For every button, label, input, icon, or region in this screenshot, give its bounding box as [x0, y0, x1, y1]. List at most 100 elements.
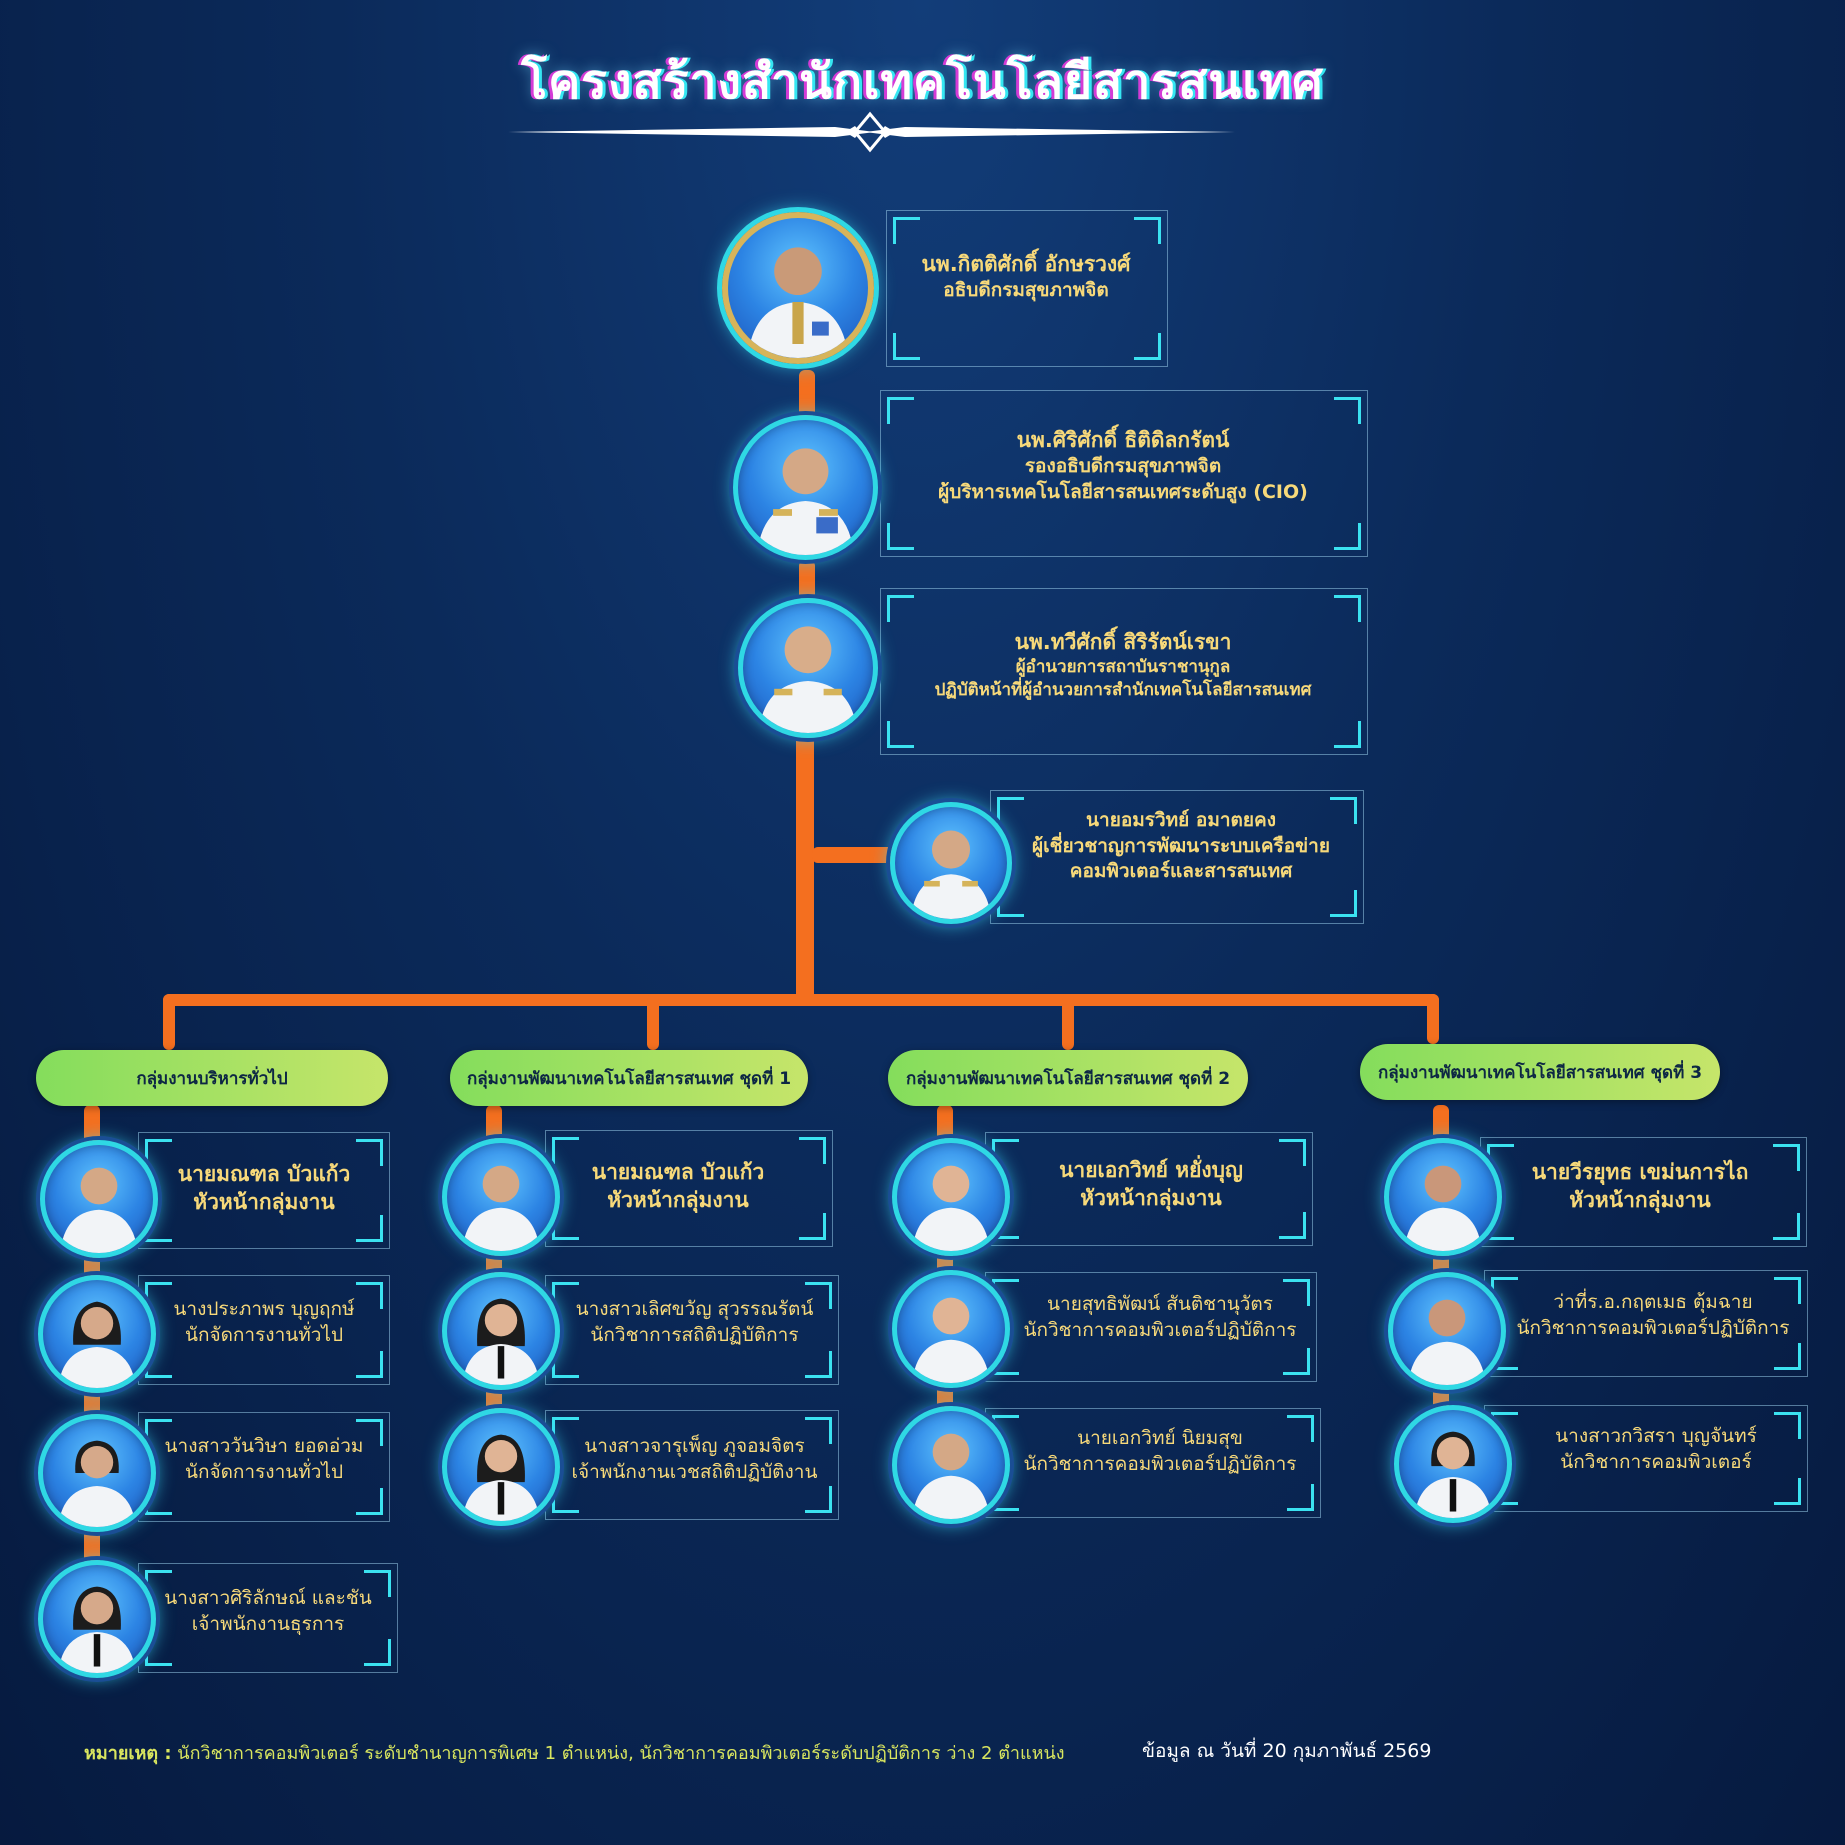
leader-3-position-2: ปฏิบัติหน้าที่ผู้อำนวยการสำนักเทคโนโลยีส… [934, 680, 1312, 701]
expert-position-1: ผู้เชี่ยวชาญการพัฒนาระบบเครือข่าย [1032, 834, 1330, 857]
leader-1-info: นพ.กิตติศักดิ์ อักษรวงศ์ อธิบดีกรมสุขภาพ… [886, 250, 1166, 304]
leader-3-name: นพ.ทวีศักดิ์ สิริรัตน์เรขา [1014, 630, 1232, 654]
leader-1-frame [886, 210, 1168, 367]
group-1-head-info: นายมณฑล บัวแก้ว หัวหน้ากลุ่มงาน [140, 1160, 388, 1217]
group-1-staff-2-role: นักจัดการงานทั่วไป [184, 1460, 344, 1483]
person-avatar-icon [912, 1433, 990, 1519]
group-4-head-name: นายวีรยุทธ เขม่นการไถ [1531, 1160, 1749, 1184]
group-4-staff-1-photo [1388, 1272, 1506, 1390]
group-1-staff-3-info: นางสาวศิริลักษณ์ และชัน เจ้าพนักงานธุรกา… [140, 1586, 396, 1637]
group-3-staff-2-photo [892, 1406, 1010, 1524]
group-1-staff-2-name: นางสาววันวิษา ยอดอ่วม [164, 1435, 364, 1457]
group-1-head-name: นายมณฑล บัวแก้ว [177, 1162, 351, 1186]
expert-photo [890, 802, 1012, 924]
footer-note-text: นักวิชาการคอมพิวเตอร์ ระดับชำนาญการพิเศษ… [177, 1743, 1065, 1764]
group-3-staff-1-photo [892, 1270, 1010, 1388]
person-avatar-icon [758, 626, 858, 733]
group-1-staff-2-info: นางสาววันวิษา ยอดอ่วม นักจัดการงานทั่วไป [140, 1434, 388, 1485]
group-1-staff-1-role: นักจัดการงานทั่วไป [184, 1323, 344, 1346]
group-4-staff-1-info: ว่าที่ร.อ.กฤตเมธ ตุ้มฉาย นักวิชาการคอมพิ… [1500, 1290, 1806, 1341]
expert-name: นายอมรวิทย์ อมาตยคง [1086, 809, 1276, 831]
group-4-head-role: หัวหน้ากลุ่มงาน [1569, 1188, 1711, 1213]
leader-2-position-2: ผู้บริหารเทคโนโลยีสารสนเทศระดับสูง (CIO) [938, 480, 1308, 503]
group-1-staff-3-name: นางสาวศิริลักษณ์ และชัน [164, 1587, 372, 1609]
group-3-staff-1-name: นายสุทธิพัฒน์ สันติชานุวัตร [1047, 1293, 1273, 1315]
group-2-head-photo [442, 1138, 560, 1256]
leader-2-info: นพ.ศิริศักดิ์ ธิติดิลกรัตน์ รองอธิบดีกรม… [880, 426, 1366, 506]
person-avatar-icon [58, 1586, 136, 1673]
group-2-staff-1-role: นักวิชาการสถิติปฏิบัติการ [590, 1323, 799, 1346]
group-2-head-name: นายมณฑล บัวแก้ว [591, 1160, 765, 1184]
group-3-head-name: นายเอกวิทย์ หยั่งบุญ [1059, 1158, 1243, 1182]
person-avatar-icon [462, 1298, 540, 1385]
connector-trunk [796, 725, 814, 1000]
group-2-staff-1-name: นางสาวเลิศขวัญ สุวรรณรัตน์ [575, 1298, 814, 1320]
chart-title: โครงสร้างสำนักเทคโนโลยีสารสนเทศ [521, 54, 1324, 110]
group-3-staff-1-info: นายสุทธิพัฒน์ สันติชานุวัตร นักวิชาการคอ… [1005, 1292, 1315, 1343]
group-3-pill: กลุ่มงานพัฒนาเทคโนโลยีสารสนเทศ ชุดที่ 2 [888, 1050, 1248, 1106]
expert-info: นายอมรวิทย์ อมาตยคง ผู้เชี่ยวชาญการพัฒนา… [1000, 808, 1362, 885]
group-4-staff-2-role: นักวิชาการคอมพิวเตอร์ [1560, 1450, 1752, 1473]
person-avatar-icon [1404, 1165, 1482, 1251]
person-avatar-icon [747, 247, 849, 358]
connector-group-1 [163, 994, 175, 1050]
group-1-staff-3-role: เจ้าพนักงานธุรการ [191, 1612, 345, 1635]
group-4-staff-2-name: นางสาวกวิสรา บุญจันทร์ [1555, 1425, 1757, 1447]
group-4-staff-2-photo [1394, 1405, 1512, 1523]
group-3-staff-1-role: นักวิชาการคอมพิวเตอร์ปฏิบัติการ [1023, 1318, 1297, 1341]
group-2-head-info: นายมณฑล บัวแก้ว หัวหน้ากลุ่มงาน [545, 1158, 811, 1215]
person-avatar-icon [912, 1165, 990, 1251]
group-2-staff-1-info: นางสาวเลิศขวัญ สุวรรณรัตน์ นักวิชาการสถิ… [552, 1297, 837, 1348]
leader-3-frame [880, 588, 1368, 755]
person-avatar-icon [462, 1165, 540, 1251]
leader-3-photo [738, 598, 878, 738]
leader-1-position: อธิบดีกรมสุขภาพจิต [943, 279, 1109, 302]
leader-1-name: นพ.กิตติศักดิ์ อักษรวงศ์ [921, 252, 1131, 276]
group-1-staff-1-info: นางประภาพร บุญฤกษ์ นักจัดการงานทั่วไป [140, 1297, 388, 1348]
person-avatar-icon [912, 1297, 990, 1383]
group-2-staff-2-name: นางสาวจารุเพ็ญ ภูจอมจิตร [584, 1435, 805, 1457]
group-4-staff-1-name: ว่าที่ร.อ.กฤตเมธ ตุ้มฉาย [1553, 1291, 1753, 1313]
person-avatar-icon [1414, 1431, 1492, 1518]
leader-2-position-1: รองอธิบดีกรมสุขภาพจิต [1024, 455, 1222, 478]
leader-2-photo [733, 415, 878, 560]
group-1-head-role: หัวหน้ากลุ่มงาน [193, 1190, 335, 1215]
group-3-head-info: นายเอกวิทย์ หยั่งบุญ หัวหน้ากลุ่มงาน [1010, 1156, 1292, 1213]
group-4-head-info: นายวีรยุทธ เขม่นการไถ หัวหน้ากลุ่มงาน [1490, 1158, 1790, 1215]
group-2-staff-2-info: นางสาวจารุเพ็ญ ภูจอมจิตร เจ้าพนักงานเวชส… [552, 1434, 837, 1485]
footer-note-label: หมายเหตุ : [84, 1743, 172, 1764]
leader-2-name: นพ.ศิริศักดิ์ ธิติดิลกรัตน์ [1016, 428, 1230, 452]
person-avatar-icon [58, 1440, 136, 1527]
group-3-staff-2-info: นายเอกวิทย์ นิยมสุข นักวิชาการคอมพิวเตอร… [1005, 1426, 1315, 1477]
group-3-staff-2-role: นักวิชาการคอมพิวเตอร์ปฏิบัติการ [1023, 1452, 1297, 1475]
footer-date: ข้อมูล ณ วันที่ 20 กุมภาพันธ์ 2569 [1142, 1740, 1432, 1762]
group-2-staff-2-role: เจ้าพนักงานเวชสถิติปฏิบัติงาน [571, 1460, 818, 1483]
person-avatar-icon [60, 1167, 138, 1253]
group-1-staff-3-photo [38, 1560, 156, 1678]
group-4-head-photo [1384, 1138, 1502, 1256]
leader-3-info: นพ.ทวีศักดิ์ สิริรัตน์เรขา ผู้อำนวยการสถ… [880, 628, 1366, 702]
group-3-head-role: หัวหน้ากลุ่มงาน [1080, 1186, 1222, 1211]
leader-2-frame [880, 390, 1368, 557]
person-avatar-icon [756, 448, 855, 555]
person-avatar-icon [1408, 1299, 1486, 1385]
person-avatar-icon [910, 830, 992, 919]
group-4-staff-2-info: นางสาวกวิสรา บุญจันทร์ นักวิชาการคอมพิวเ… [1506, 1424, 1806, 1475]
group-4-staff-1-role: นักวิชาการคอมพิวเตอร์ปฏิบัติการ [1516, 1316, 1790, 1339]
title-divider [505, 111, 1235, 153]
connector-group-2 [647, 994, 659, 1050]
expert-position-2: คอมพิวเตอร์และสารสนเทศ [1069, 860, 1293, 883]
group-3-staff-2-name: นายเอกวิทย์ นิยมสุข [1077, 1427, 1243, 1449]
connector-expert-branch [812, 847, 900, 863]
group-1-pill: กลุ่มงานบริหารทั่วไป [36, 1050, 388, 1106]
connector-group-3 [1062, 994, 1074, 1050]
group-2-staff-2-photo [442, 1408, 560, 1526]
connector-group-4 [1427, 994, 1439, 1044]
group-4-pill: กลุ่มงานพัฒนาเทคโนโลยีสารสนเทศ ชุดที่ 3 [1360, 1044, 1720, 1100]
connector-horizontal [163, 994, 1439, 1006]
connector-leader-2-3 [799, 560, 815, 600]
person-avatar-icon [58, 1301, 136, 1388]
group-2-pill: กลุ่มงานพัฒนาเทคโนโลยีสารสนเทศ ชุดที่ 1 [450, 1050, 808, 1106]
group-2-staff-1-photo [442, 1272, 560, 1390]
group-1-staff-1-photo [38, 1275, 156, 1393]
